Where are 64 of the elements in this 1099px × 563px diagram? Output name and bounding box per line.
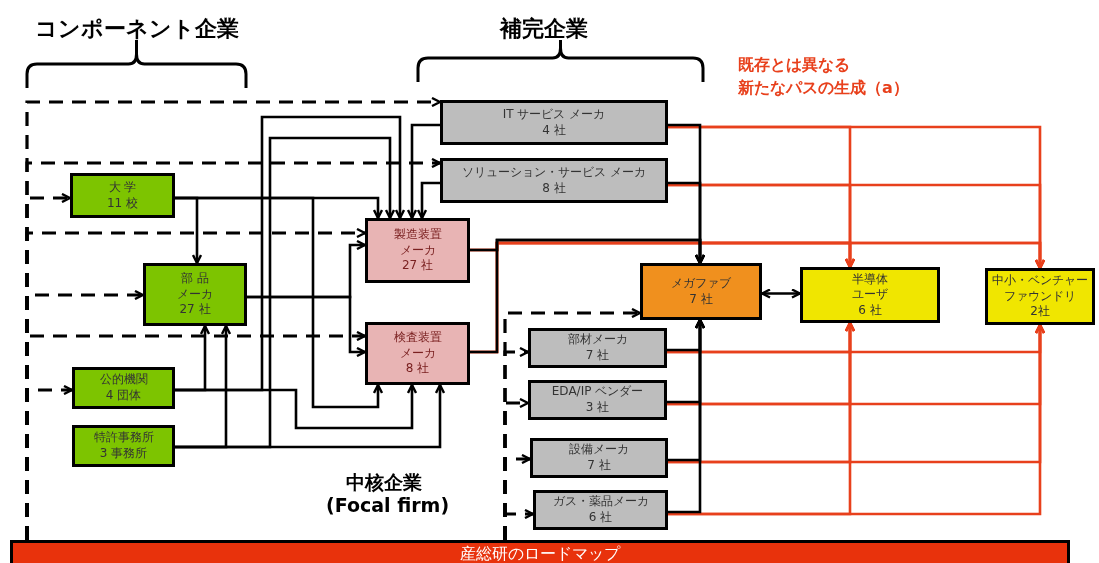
- organization-name: 製造装置メーカ: [392, 227, 443, 259]
- organization-name: EDA/IP ベンダー: [551, 384, 644, 400]
- organization-box: [533, 490, 668, 530]
- arrow: [416, 181, 440, 220]
- organization-name: 検査装置メーカ: [392, 330, 443, 362]
- arrow: [175, 196, 384, 409]
- arrow: [668, 181, 706, 265]
- organization-name: IT サービス メーカ: [502, 106, 606, 123]
- organization-name: 中小・ベンチャーファウンドリ: [991, 273, 1089, 305]
- organization-box: [640, 263, 762, 320]
- organization-name: 公的機関: [99, 372, 148, 388]
- organization-name: ソリューション・サービス メーカ: [462, 164, 646, 181]
- member-count: 7 社: [689, 291, 713, 308]
- arrow: [247, 295, 367, 358]
- organization-box: [365, 322, 470, 385]
- organization-box: [72, 367, 175, 409]
- organization-name: メガファブ: [671, 275, 731, 292]
- organization-name: 特許事務所: [93, 430, 154, 446]
- organization-box: [528, 380, 667, 420]
- organization-box: [72, 425, 175, 467]
- organization-box: [528, 328, 667, 368]
- member-count: 27 社: [401, 258, 434, 274]
- member-count: 6 社: [858, 302, 882, 319]
- arrow: [668, 318, 706, 514]
- member-count: 4 団体: [105, 388, 142, 404]
- member-count: 11 校: [106, 195, 139, 212]
- member-count: 7 社: [587, 458, 611, 474]
- organization-name: 部材メーカ: [567, 332, 628, 348]
- group-heading: 補完企業: [500, 15, 588, 43]
- member-count: 6 社: [588, 510, 613, 526]
- dashed-arrow: [503, 508, 535, 540]
- member-count: 8 社: [405, 361, 430, 377]
- organization-box: [985, 268, 1095, 325]
- annotation-text: 既存とは異なる: [738, 55, 850, 76]
- member-count: 27 社: [179, 302, 211, 318]
- arrow: [406, 123, 440, 220]
- arrow: [175, 383, 418, 430]
- organization-name: 半導体ユーザ: [851, 271, 889, 303]
- member-count: 3 社: [585, 400, 610, 416]
- organization-box: [143, 263, 247, 326]
- annotation-text: 新たなパスの生成（a）: [738, 78, 909, 99]
- member-count: 3 事務所: [99, 446, 148, 462]
- organization-box: [440, 158, 668, 203]
- organization-box: [365, 218, 470, 283]
- organization-name: 部 品メーカ: [176, 271, 214, 303]
- member-count: 7 社: [585, 348, 610, 364]
- member-count: 2社: [1030, 304, 1050, 320]
- roadmap-bar: [10, 540, 1070, 563]
- arrow: [760, 288, 802, 299]
- arrow: [175, 383, 446, 449]
- organization-name: 設備メーカ: [569, 442, 629, 458]
- group-heading: コンポーネント企業: [35, 15, 239, 43]
- organization-box: [800, 267, 940, 323]
- organization-box: [530, 438, 668, 478]
- organization-box: [70, 173, 175, 218]
- organization-name: 大 学: [108, 179, 137, 196]
- group-heading: (Focal firm): [326, 494, 450, 516]
- organization-box: [440, 100, 668, 145]
- organization-name: ガス・薬品メーカ: [552, 494, 649, 510]
- member-count: 8 社: [542, 180, 566, 197]
- member-count: 4 社: [542, 122, 566, 139]
- arrow: [668, 323, 1046, 516]
- roadmap-title: 産総研のロードマップ: [460, 544, 620, 563]
- group-heading: 中核企業: [346, 470, 422, 495]
